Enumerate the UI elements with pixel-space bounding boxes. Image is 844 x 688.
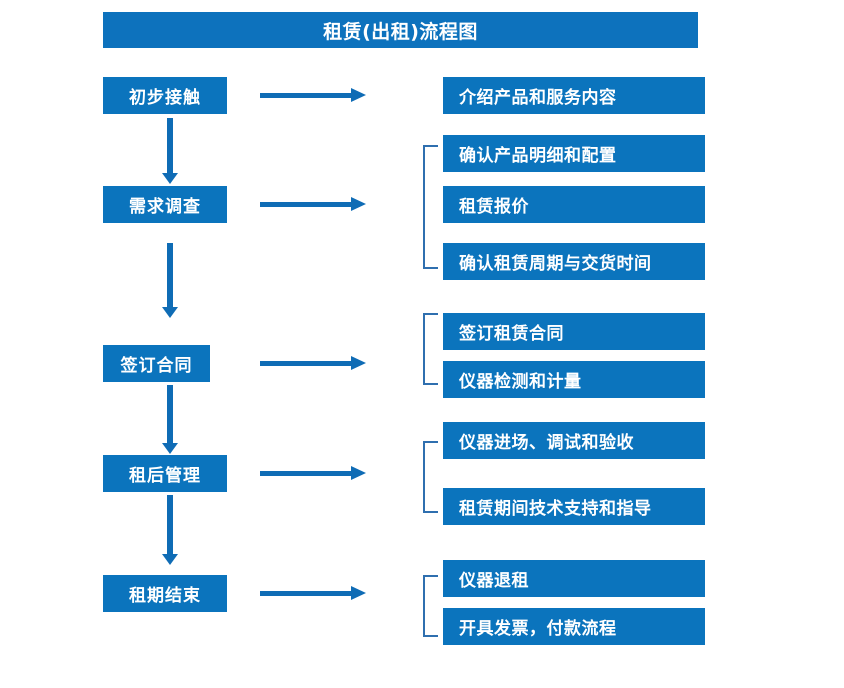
stage-box-5[interactable]: 租期结束 (103, 575, 227, 612)
arrow-head (351, 88, 366, 102)
output-box-2-1[interactable]: 确认产品明细和配置 (443, 135, 705, 172)
right-arrow-icon-1 (260, 88, 366, 102)
arrow-shaft (260, 93, 352, 98)
arrow-shaft (167, 385, 173, 443)
group-bracket-2 (423, 145, 438, 269)
arrow-shaft (260, 361, 352, 366)
down-arrow-icon-2 (162, 243, 178, 318)
group-bracket-3 (423, 313, 438, 385)
group-bracket-4 (423, 441, 438, 513)
page-title: 租赁(出租)流程图 (103, 12, 698, 48)
stage-box-1[interactable]: 初步接触 (103, 77, 227, 114)
arrow-shaft (167, 495, 173, 554)
arrow-head (351, 466, 366, 480)
down-arrow-icon-3 (162, 385, 178, 454)
output-box-5-2[interactable]: 开具发票，付款流程 (443, 608, 705, 645)
arrow-head (162, 307, 178, 318)
output-box-3-2[interactable]: 仪器检测和计量 (443, 361, 705, 398)
down-arrow-icon-4 (162, 495, 178, 565)
output-box-4-2[interactable]: 租赁期间技术支持和指导 (443, 488, 705, 525)
output-box-3-1[interactable]: 签订租赁合同 (443, 313, 705, 350)
right-arrow-icon-2 (260, 197, 366, 211)
output-box-4-1[interactable]: 仪器进场、调试和验收 (443, 422, 705, 459)
arrow-head (351, 197, 366, 211)
right-arrow-icon-4 (260, 466, 366, 480)
arrow-head (351, 586, 366, 600)
arrow-head (162, 443, 178, 454)
stage-box-4[interactable]: 租后管理 (103, 455, 227, 492)
right-arrow-icon-3 (260, 356, 366, 370)
arrow-head (351, 356, 366, 370)
output-box-2-2[interactable]: 租赁报价 (443, 186, 705, 223)
group-bracket-5 (423, 575, 438, 637)
output-box-5-1[interactable]: 仪器退租 (443, 560, 705, 597)
arrow-shaft (167, 243, 173, 307)
down-arrow-icon-1 (162, 118, 178, 184)
arrow-shaft (167, 118, 173, 173)
output-box-1-1[interactable]: 介绍产品和服务内容 (443, 77, 705, 114)
stage-box-2[interactable]: 需求调查 (103, 186, 227, 223)
arrow-head (162, 173, 178, 184)
right-arrow-icon-5 (260, 586, 366, 600)
arrow-shaft (260, 471, 352, 476)
arrow-head (162, 554, 178, 565)
arrow-shaft (260, 591, 352, 596)
arrow-shaft (260, 202, 352, 207)
stage-box-3[interactable]: 签订合同 (103, 345, 210, 382)
output-box-2-3[interactable]: 确认租赁周期与交货时间 (443, 243, 705, 280)
